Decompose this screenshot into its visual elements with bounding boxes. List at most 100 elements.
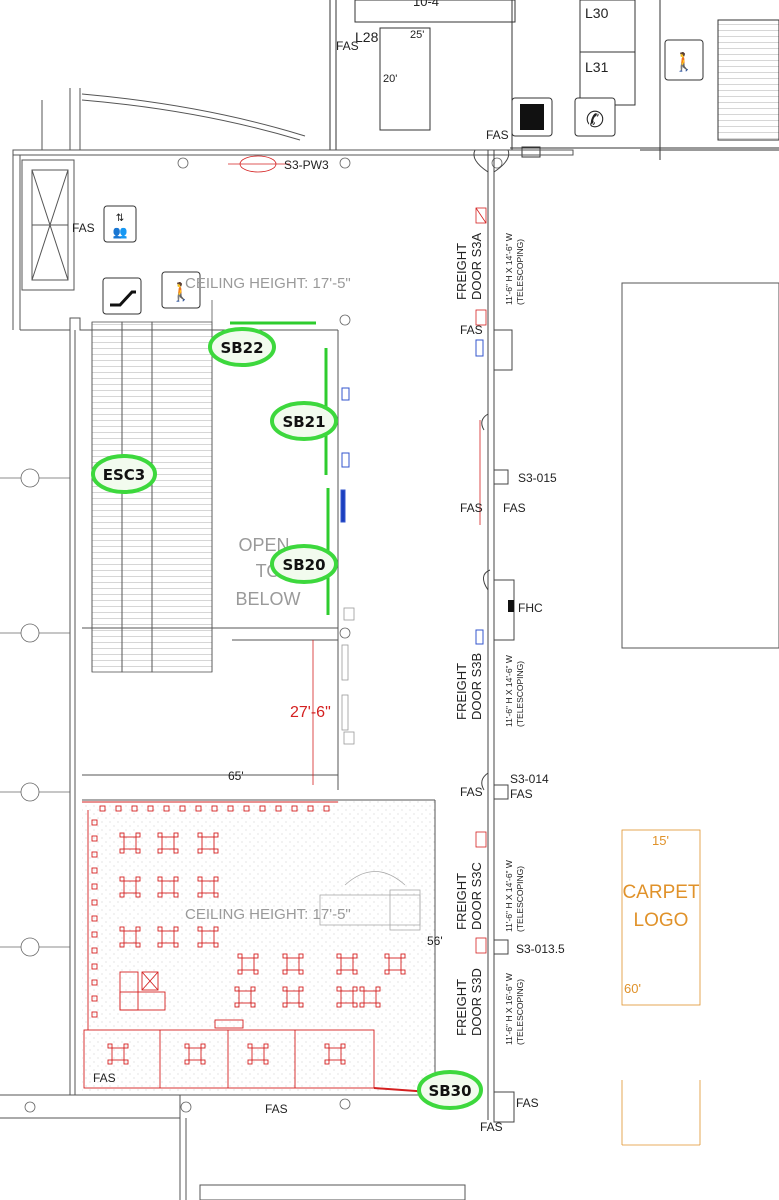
fas-label: FAS [93, 1071, 116, 1085]
freight-door-spec: 11'-6" H X 16'-6" W [504, 973, 514, 1045]
phone-icon: ✆ [574, 97, 616, 137]
dimension-56: 56' [427, 934, 443, 948]
freight-door-label: DOOR S3D [469, 968, 484, 1036]
fas-label: FAS [265, 1102, 288, 1116]
badge-esc3[interactable]: ESC3 [91, 454, 157, 494]
dimension-27-6: 27'-6" [290, 704, 331, 721]
counter-stool [91, 1011, 98, 1018]
svg-text:🚶: 🚶 [170, 281, 192, 302]
freight-door-spec: 11'-6" H X 14'-6" W [504, 655, 514, 727]
room-l30: L30 [585, 5, 609, 21]
counter-stool [99, 805, 106, 812]
badge-label: SB20 [282, 556, 325, 574]
fas-label: FAS [460, 501, 483, 515]
restroom-icon [511, 97, 553, 137]
open-to-below-line: OPEN [238, 535, 289, 555]
counter-stool [211, 805, 218, 812]
counter-stool [91, 899, 98, 906]
table-with-chairs [234, 986, 256, 1008]
counter-stool [91, 995, 98, 1002]
grid-markers [0, 157, 503, 1113]
counter-stool [91, 835, 98, 842]
freight-door-label: FREIGHT [454, 873, 469, 930]
badge-sb20[interactable]: SB20 [270, 544, 338, 584]
table-with-chairs [237, 953, 259, 975]
blue-markers [340, 339, 484, 645]
table-with-chairs [157, 832, 179, 854]
freight-door-spec: (TELESCOPING) [515, 866, 525, 932]
svg-text:✆: ✆ [586, 107, 604, 132]
table-with-chairs [336, 986, 358, 1008]
counter-stool [91, 819, 98, 826]
top-partial-label: 10-4 [413, 0, 439, 9]
badge-sb21[interactable]: SB21 [270, 401, 338, 441]
table-with-chairs [119, 926, 141, 948]
counter-stool [179, 805, 186, 812]
ceiling-height-label: CEILING HEIGHT: 17'-5" [185, 906, 351, 923]
escalator-bank [91, 300, 213, 673]
table-with-chairs [157, 926, 179, 948]
room-s3-013-5: S3-013.5 [516, 942, 565, 956]
food-court-area [82, 800, 435, 1092]
elevator-icon: ⇅ 👥 [103, 205, 137, 243]
table-with-chairs [384, 953, 406, 975]
counter-stool [195, 805, 202, 812]
fas-label: FAS [336, 39, 359, 53]
counter-stool [91, 867, 98, 874]
fas-label: FAS [503, 501, 526, 515]
freight-corridor [473, 149, 515, 1123]
stairs-icon: 🚶 [161, 271, 201, 309]
counter-stool [227, 805, 234, 812]
counter-stool [291, 805, 298, 812]
freight-door-label: DOOR S3B [469, 653, 484, 720]
food-court-furniture [91, 805, 406, 1065]
freight-door-spec: (TELESCOPING) [515, 661, 525, 727]
freight-door-spec: (TELESCOPING) [515, 979, 525, 1045]
gray-furniture [319, 871, 421, 931]
fas-label: FAS [460, 785, 483, 799]
dimension-20: 20' [383, 73, 397, 85]
badge-sb22[interactable]: SB22 [208, 327, 276, 367]
counter-stool [275, 805, 282, 812]
carpet-logo-zone [621, 829, 701, 1146]
table-with-chairs [119, 832, 141, 854]
stairs-icon-top: 🚶 [664, 39, 704, 81]
open-to-below-line: BELOW [235, 589, 300, 609]
svg-text:🚶: 🚶 [673, 51, 695, 72]
table-with-chairs [197, 926, 219, 948]
badge-label: SB22 [220, 339, 263, 357]
escalator-icon [102, 277, 142, 315]
room-s3-pw3: S3-PW3 [284, 158, 329, 172]
counter-stool [91, 963, 98, 970]
svg-text:👥: 👥 [113, 225, 128, 239]
table-with-chairs [282, 986, 304, 1008]
badge-label: ESC3 [103, 466, 146, 484]
freight-door-red-marks [228, 155, 487, 954]
counter-stool [259, 805, 266, 812]
counter-stool [91, 915, 98, 922]
table-with-chairs [336, 953, 358, 975]
table-with-chairs [324, 1043, 346, 1065]
freight-door-spec: 11'-6" H X 14'-6" W [504, 233, 514, 305]
table-with-chairs [107, 1043, 129, 1065]
table-with-chairs [282, 953, 304, 975]
counter-stool [91, 851, 98, 858]
counter-stool [131, 805, 138, 812]
freight-door-label: FREIGHT [454, 663, 469, 720]
counter-stool [307, 805, 314, 812]
gray-panels [341, 607, 355, 745]
table-with-chairs [197, 832, 219, 854]
badge-label: SB21 [282, 413, 325, 431]
badge-sb30[interactable]: SB30 [417, 1070, 483, 1110]
room-l31: L31 [585, 59, 609, 75]
fhc-label: FHC [518, 601, 543, 615]
counter-stool [147, 805, 154, 812]
top-rooms [329, 0, 779, 160]
table-with-chairs [359, 986, 381, 1008]
carpet-logo-line: CARPET [622, 882, 699, 903]
fas-label: FAS [460, 323, 483, 337]
room-l28: L28 [355, 29, 379, 45]
counter-stool [243, 805, 250, 812]
freight-door-label: DOOR S3C [469, 862, 484, 930]
